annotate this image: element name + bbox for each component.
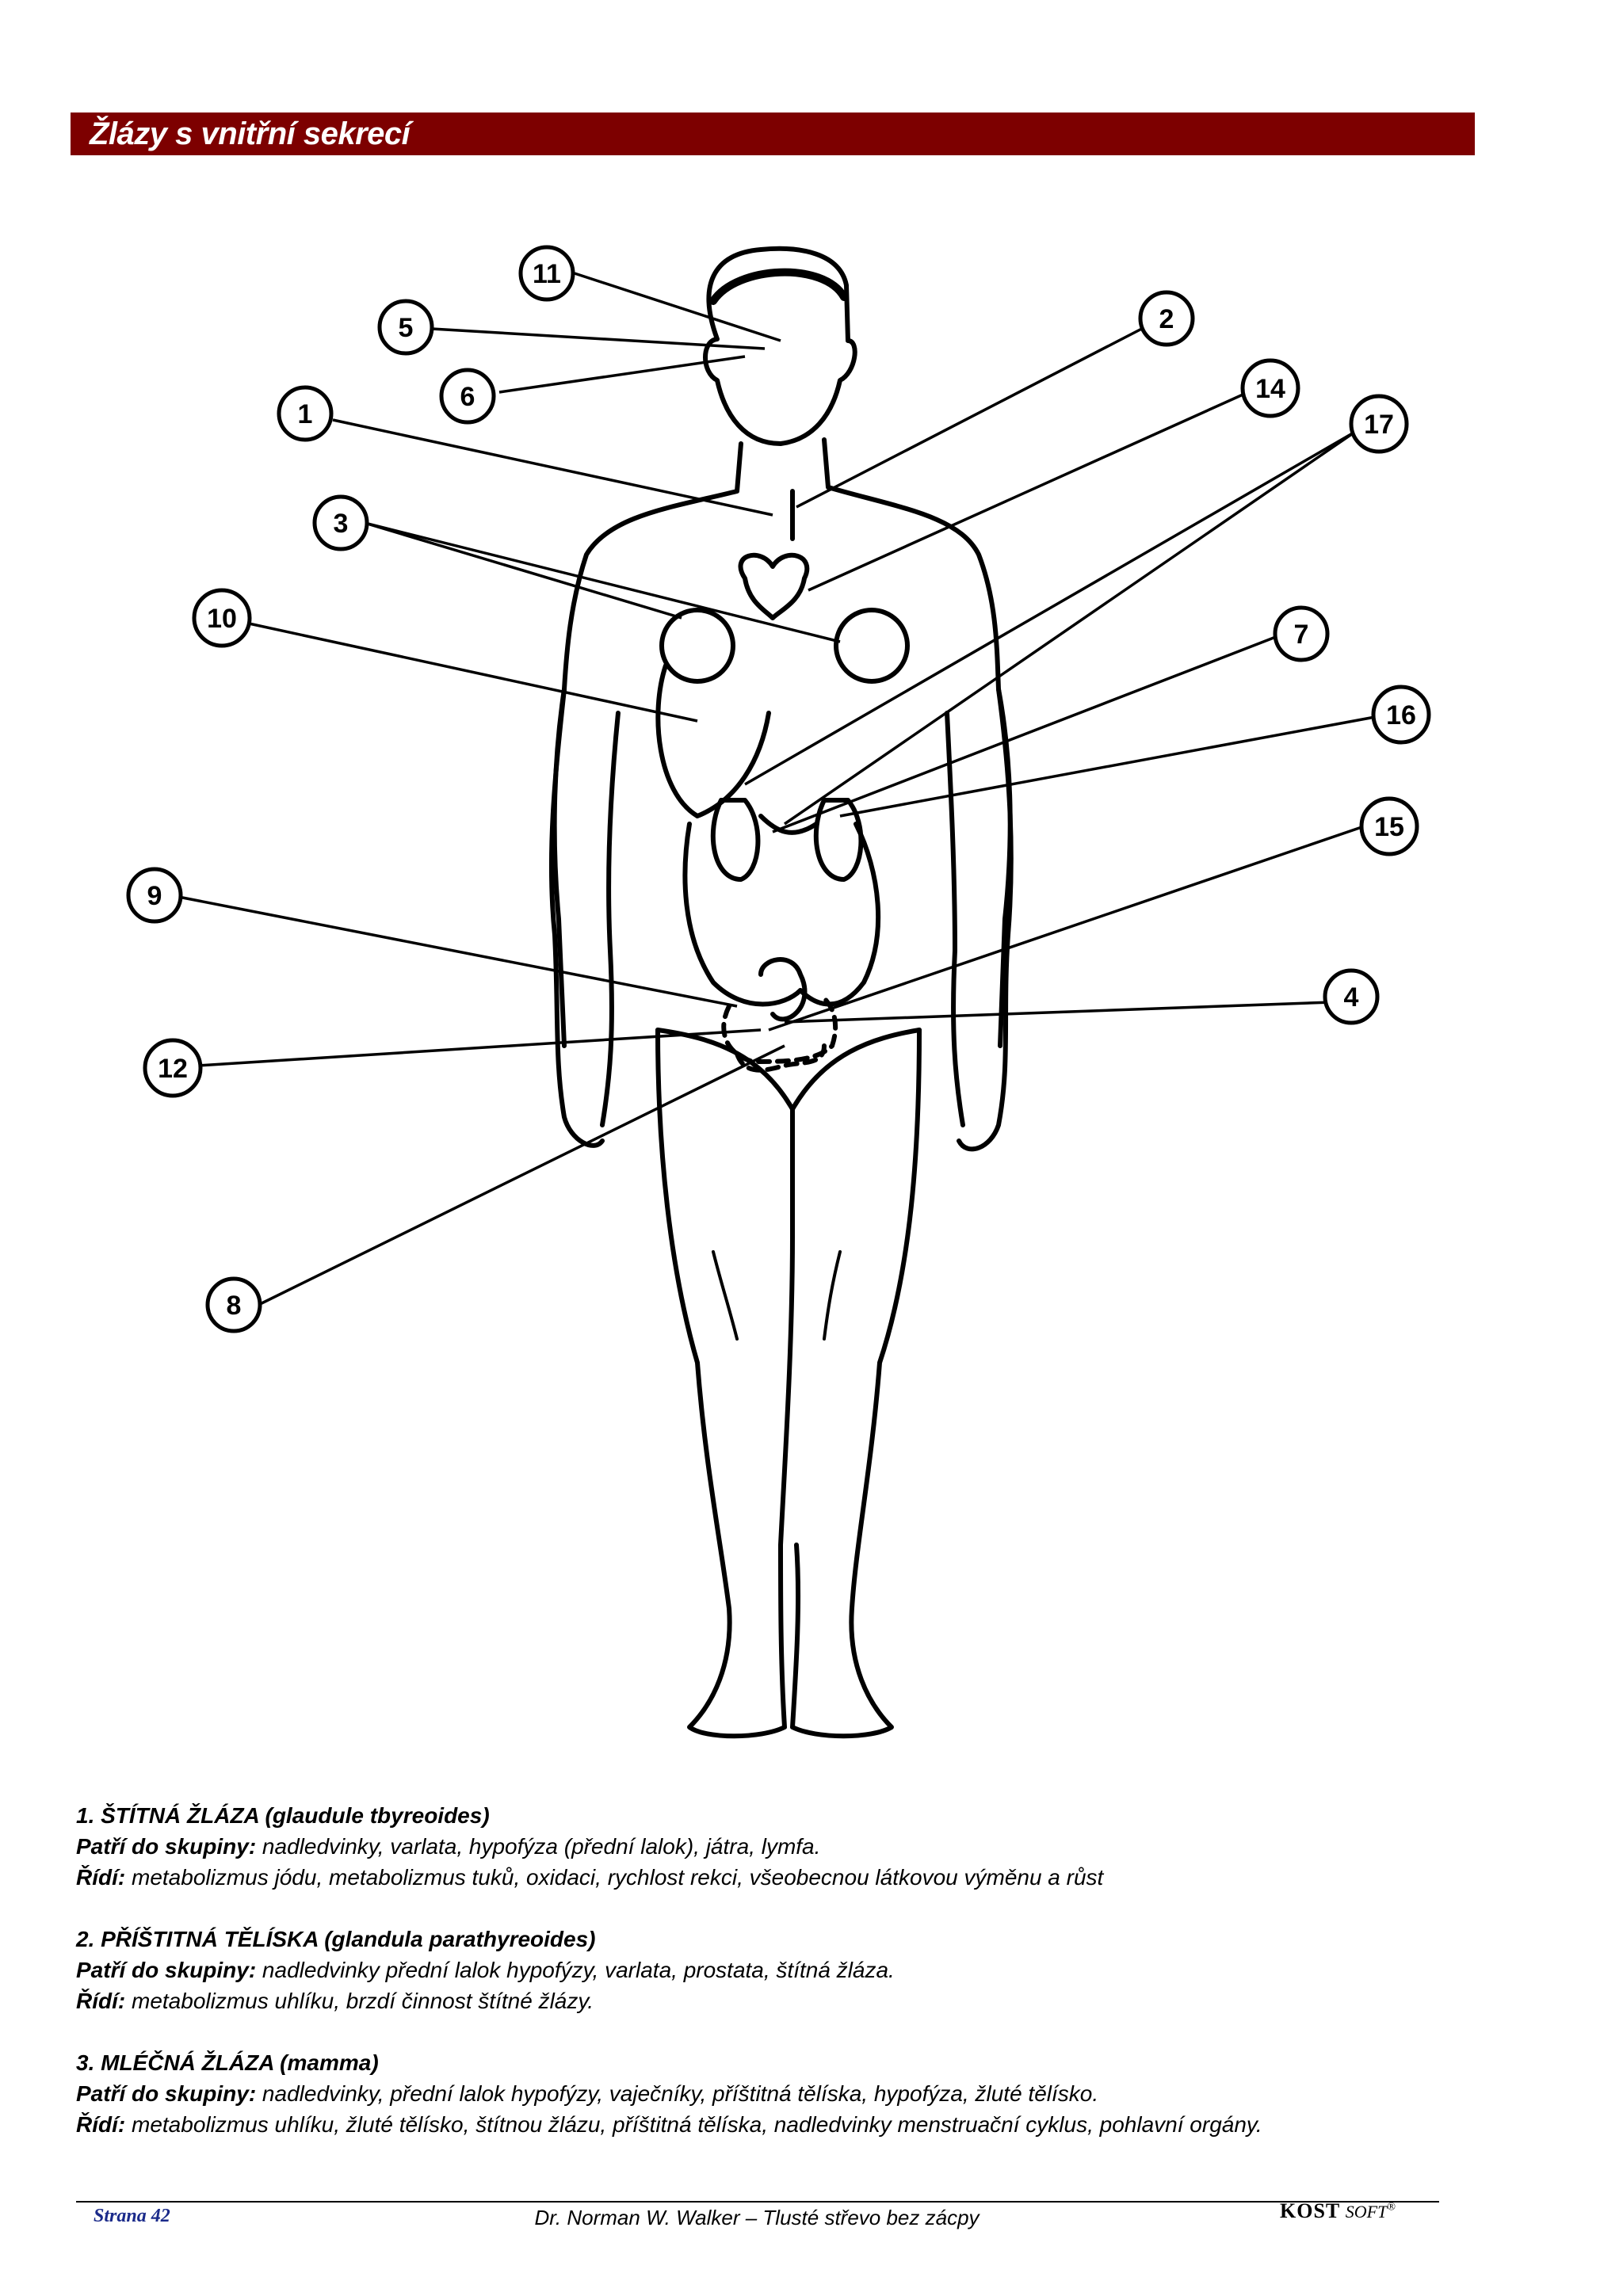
- marker-label-17: 17: [1364, 410, 1394, 440]
- group-value: nadledvinky, varlata, hypofýza (přední l…: [256, 1834, 821, 1859]
- liver-outline: [655, 663, 771, 818]
- gland-entry-2: 2. PŘÍŠTITNÁ TĚLÍSKA (glandula parathyre…: [76, 1924, 1471, 2016]
- group-key: Patří do skupiny:: [76, 2081, 257, 2106]
- marker-12: 12: [143, 1038, 203, 1098]
- right-leg-outline: [790, 1028, 922, 1739]
- marker-10: 10: [192, 588, 252, 648]
- marker-17: 17: [1349, 394, 1409, 454]
- left-breast: [659, 608, 735, 684]
- marker-label-12: 12: [158, 1054, 188, 1084]
- gland-entry-3: 3. MLÉČNÁ ŽLÁZA (mamma) Patří do skupiny…: [76, 2047, 1471, 2140]
- gland-descriptions: 1. ŠTÍTNÁ ŽLÁZA (glaudule tbyreoides) Pa…: [76, 1800, 1471, 2171]
- head-outline: [703, 246, 857, 446]
- controls-value: metabolizmus uhlíku, žluté tělísko, štít…: [125, 2112, 1262, 2137]
- footer-rule: [76, 2201, 1439, 2203]
- group-value: nadledvinky, přední lalok hypofýzy, vaje…: [256, 2081, 1099, 2106]
- colon-right: [798, 822, 881, 1007]
- marker-label-1: 1: [298, 399, 313, 429]
- marker-16: 16: [1371, 685, 1431, 745]
- controls-value: metabolizmus jódu, metabolizmus tuků, ox…: [125, 1865, 1104, 1890]
- gland-heading: 2. PŘÍŠTITNÁ TĚLÍSKA (glandula parathyre…: [76, 1927, 596, 1951]
- marker-14: 14: [1240, 358, 1300, 418]
- body-gland-diagram: 11 5 6 1 3 10 2 14 17 7 16 15 9 4 12 8: [126, 245, 1431, 1739]
- marker-label-9: 9: [147, 881, 162, 911]
- group-key: Patří do skupiny:: [76, 1958, 257, 1982]
- left-leg-outline: [655, 1028, 795, 1739]
- marker-label-4: 4: [1344, 982, 1359, 1013]
- marker-7: 7: [1273, 605, 1330, 662]
- left-torso-outline: [552, 441, 743, 1048]
- page-number: Strana 42: [94, 2206, 170, 2226]
- marker-label-7: 7: [1294, 620, 1309, 650]
- controls-key: Řídí:: [76, 1865, 126, 1890]
- callout-markers: 11 5 6 1 3 10 2 14 17 7 16 15 9 4 12 8: [126, 245, 1431, 1333]
- marker-label-5: 5: [399, 313, 414, 343]
- section-title-bar: Žlázy s vnitřní sekrecí: [71, 113, 1475, 155]
- marker-3: 3: [312, 494, 369, 551]
- footer-book-title: Dr. Norman W. Walker – Tlusté střevo bez…: [534, 2206, 980, 2229]
- marker-11: 11: [518, 245, 575, 302]
- right-kidney: [813, 798, 864, 882]
- gland-group-line: Patří do skupiny: nadledvinky, varlata, …: [76, 1831, 1471, 1862]
- right-torso-outline: [822, 437, 1013, 1048]
- group-value: nadledvinky přední lalok hypofýzy, varla…: [256, 1958, 895, 1982]
- logo-soft: SOFT: [1345, 2202, 1388, 2222]
- thymus-outline: [738, 552, 810, 620]
- left-kidney: [710, 798, 761, 882]
- marker-8: 8: [205, 1276, 262, 1333]
- colon-left: [682, 822, 803, 1007]
- marker-label-2: 2: [1159, 304, 1174, 334]
- marker-6: 6: [439, 368, 496, 425]
- marker-label-16: 16: [1386, 700, 1416, 730]
- gland-heading: 1. ŠTÍTNÁ ŽLÁZA (glaudule tbyreoides): [76, 1803, 490, 1828]
- publisher-logo: KOST SOFT®: [1280, 2199, 1396, 2223]
- marker-5: 5: [377, 299, 434, 356]
- logo-kost: KOST: [1280, 2199, 1341, 2222]
- gland-group-line: Patří do skupiny: nadledvinky přední lal…: [76, 1955, 1471, 1985]
- gland-controls-line: Řídí: metabolizmus jódu, metabolizmus tu…: [76, 1862, 1471, 1893]
- controls-key: Řídí:: [76, 2112, 126, 2137]
- gland-controls-line: Řídí: metabolizmus uhlíku, žluté tělísko…: [76, 2109, 1471, 2140]
- marker-2: 2: [1138, 290, 1195, 347]
- gland-entry-1: 1. ŠTÍTNÁ ŽLÁZA (glaudule tbyreoides) Pa…: [76, 1800, 1471, 1893]
- controls-value: metabolizmus uhlíku, brzdí činnost štítn…: [125, 1989, 594, 2013]
- group-key: Patří do skupiny:: [76, 1834, 257, 1859]
- marker-label-14: 14: [1255, 374, 1285, 404]
- marker-label-8: 8: [227, 1291, 242, 1321]
- marker-label-15: 15: [1374, 812, 1404, 842]
- section-title: Žlázy s vnitřní sekrecí: [90, 116, 411, 151]
- marker-9: 9: [126, 867, 183, 924]
- right-breast: [834, 608, 910, 684]
- marker-4: 4: [1323, 968, 1380, 1025]
- registered-mark: ®: [1387, 2201, 1396, 2214]
- marker-label-3: 3: [334, 509, 349, 539]
- marker-1: 1: [277, 385, 334, 442]
- gland-group-line: Patří do skupiny: nadledvinky, přední la…: [76, 2078, 1471, 2109]
- leader-lines: [170, 272, 1376, 1309]
- controls-key: Řídí:: [76, 1989, 126, 2013]
- marker-15: 15: [1359, 796, 1419, 856]
- marker-label-6: 6: [460, 382, 475, 412]
- marker-label-10: 10: [207, 604, 237, 634]
- gland-controls-line: Řídí: metabolizmus uhlíku, brzdí činnost…: [76, 1985, 1471, 2016]
- marker-label-11: 11: [533, 259, 561, 289]
- gland-heading: 3. MLÉČNÁ ŽLÁZA (mamma): [76, 2050, 379, 2075]
